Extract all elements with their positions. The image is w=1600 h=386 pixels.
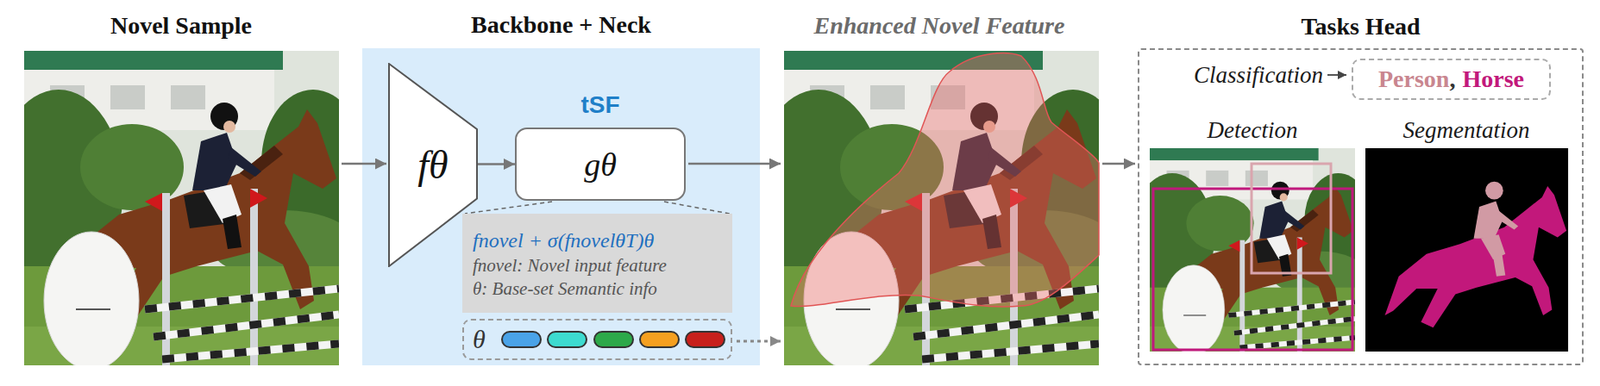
semantic-pills [501, 332, 725, 348]
task-label: Segmentation [1207, 115, 1600, 145]
formula-text: fnovel + σ(fnovelθT)θ [472, 226, 654, 255]
segmentation-mask [1474, 181, 1519, 277]
semantic-box: θ [462, 319, 733, 361]
segmentation-mask [1385, 186, 1568, 328]
semantic-pills [640, 332, 679, 348]
person-text: Person [1378, 65, 1450, 94]
flow-arrow [1327, 74, 1347, 76]
person-box [1251, 163, 1331, 274]
gsym-text: gθ [583, 145, 617, 184]
backbone-panel: Backbone + NeckfθtSFgθfnovel + σ(fnovelθ… [362, 48, 760, 366]
horse-text: Horse [1461, 65, 1525, 94]
segmentation-mask [1365, 148, 1569, 352]
comma-text: , [1449, 65, 1456, 94]
flow-arrow [1102, 163, 1136, 166]
panel-ground [362, 48, 760, 366]
formula-box: fnovel + σ(fnovelθT)θfnovel: Novel input… [462, 213, 733, 314]
head-tsf-text: tSF [482, 89, 719, 121]
photo [0, 50, 365, 371]
flow-arrow [688, 163, 781, 166]
enhanced-photo [753, 50, 1125, 371]
tsf-module: tSFgθ [514, 127, 686, 201]
head-text: Backbone + Neck [310, 10, 812, 40]
detection-photo [1129, 148, 1372, 355]
head-text: Tasks Head [1087, 12, 1600, 42]
fsym-text: fθ [417, 142, 448, 189]
desc-text: fnovel: Novel input feature [472, 254, 667, 278]
semantic-pills [547, 332, 587, 348]
section-title: Novel Sample [0, 11, 440, 41]
section-title: Enhanced Novel Feature [680, 11, 1199, 41]
class-result: Person,Horse [1351, 58, 1551, 101]
semantic-pills [501, 332, 541, 348]
theta-text: θ [472, 325, 486, 355]
leader-line [664, 201, 730, 214]
semantic-pills [685, 332, 725, 348]
tasks-panel: Tasks HeadPerson,Horse [1137, 48, 1584, 366]
segmentation-mask [1365, 148, 1569, 352]
leader-line [464, 201, 553, 214]
semantic-pills [594, 332, 634, 348]
attention-region [790, 53, 1099, 308]
dotted-arrow [736, 340, 781, 344]
enhanced-photo [753, 50, 1125, 371]
detection-photo [1129, 148, 1372, 355]
flow-connector [477, 163, 515, 166]
photo [0, 50, 365, 371]
flow-arrow [341, 163, 387, 166]
task-label: Classification [978, 60, 1324, 90]
desc-text: θ: Base-set Semantic info [472, 277, 658, 302]
